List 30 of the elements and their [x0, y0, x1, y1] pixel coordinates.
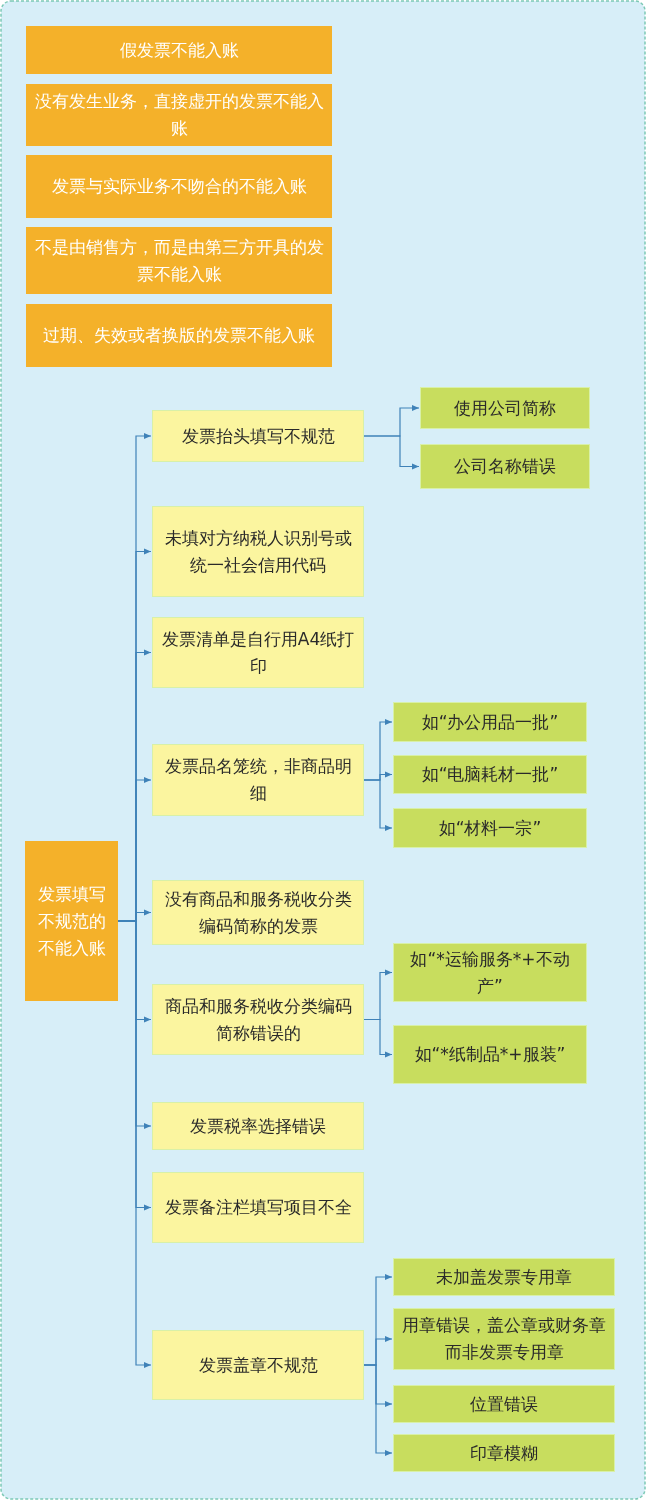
example-box: 印章模糊 — [393, 1434, 615, 1472]
example-box: 位置错误 — [393, 1385, 615, 1423]
example-box: 使用公司简称 — [420, 387, 590, 429]
connector-arrow — [363, 1018, 393, 1058]
example-box: 如“*纸制品*+服装” — [393, 1025, 587, 1084]
reason-box: 发票备注栏填写项目不全 — [152, 1172, 364, 1243]
example-box: 如“*运输服务*+不动产” — [393, 943, 587, 1002]
connector-arrow — [363, 779, 393, 831]
category-box: 假发票不能入账 — [26, 26, 332, 74]
example-box: 用章错误，盖公章或财务章而非发票专用章 — [393, 1308, 615, 1370]
reason-box: 没有商品和服务税收分类编码简称的发票 — [152, 880, 364, 945]
category-box: 没有发生业务，直接虚开的发票不能入账 — [26, 84, 332, 146]
example-box: 如“电脑耗材一批” — [393, 755, 587, 794]
category-box: 过期、失效或者换版的发票不能入账 — [26, 304, 332, 367]
example-box: 公司名称错误 — [420, 444, 590, 489]
reason-box: 发票抬头填写不规范 — [152, 410, 364, 462]
reason-box: 未填对方纳税人识别号或统一社会信用代码 — [152, 506, 364, 597]
reason-box: 发票品名笼统，非商品明细 — [152, 744, 364, 816]
reason-box: 发票清单是自行用A4纸打印 — [152, 617, 364, 688]
example-box: 如“办公用品一批” — [393, 702, 587, 742]
reason-box: 商品和服务税收分类编码简称错误的 — [152, 984, 364, 1055]
connector-arrow — [363, 435, 420, 470]
category-box: 不是由销售方，而是由第三方开具的发票不能入账 — [26, 227, 332, 294]
reason-box: 发票税率选择错误 — [152, 1102, 364, 1150]
category-box: 发票填写不规范的不能入账 — [25, 841, 118, 1001]
category-box: 发票与实际业务不吻合的不能入账 — [26, 155, 332, 218]
reason-box: 发票盖章不规范 — [152, 1330, 364, 1400]
connector-arrow — [363, 1364, 393, 1456]
example-box: 未加盖发票专用章 — [393, 1258, 615, 1296]
example-box: 如“材料一宗” — [393, 808, 587, 848]
